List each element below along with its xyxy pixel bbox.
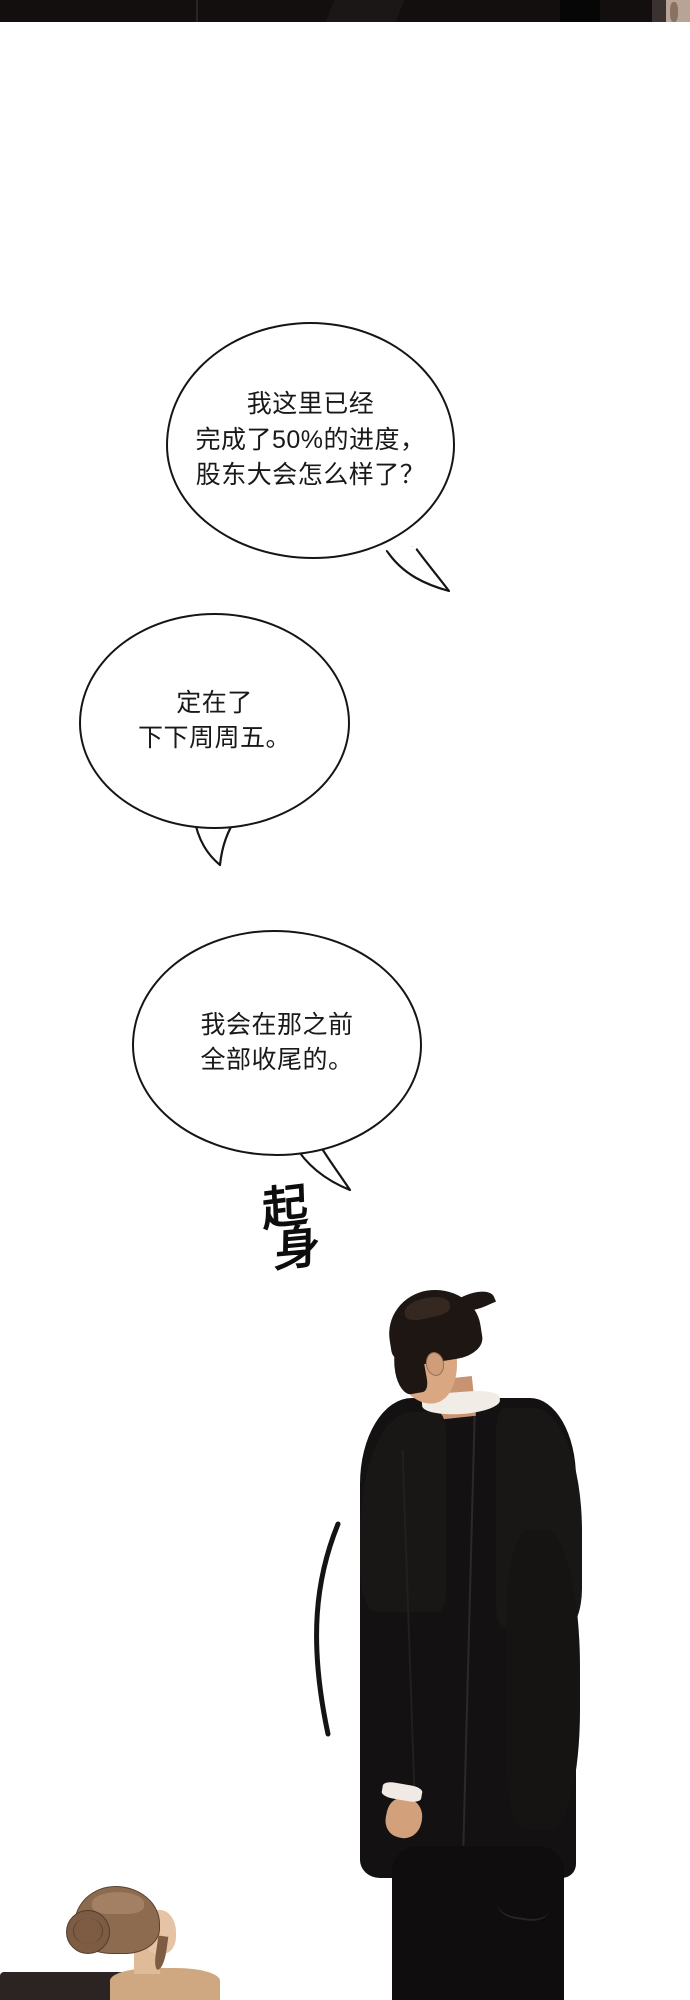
panel-edge-wood — [666, 0, 690, 22]
speech-bubble-3: 我会在那之前 全部收尾的。 — [132, 930, 422, 1156]
sfx-stand-up: 起 身 — [243, 1177, 333, 1310]
panel-seam-left — [196, 0, 198, 22]
sfx-char-2: 身 — [273, 1218, 321, 1278]
top-panel-strip — [0, 0, 690, 22]
suit-trousers — [392, 1846, 564, 2000]
speech-bubble-2: 定在了 下下周周五。 — [79, 613, 350, 829]
speech-bubble-3-text: 我会在那之前 全部收尾的。 — [200, 1010, 354, 1075]
speech-bubble-1: 我这里已经 完成了50%的进度， 股东大会怎么样了？ — [166, 322, 455, 559]
suit-arm-right — [506, 1530, 580, 1830]
panel-edge-dark — [652, 0, 666, 22]
man-in-black-suit — [314, 1283, 590, 2000]
panel-seam-middle — [323, 0, 407, 22]
speech-bubble-1-text: 我这里已经 完成了50%的进度， 股东大会怎么样了？ — [195, 390, 426, 490]
woman-hair-bun-lines — [73, 1918, 103, 1944]
speech-bubble-2-text: 定在了 下下周周五。 — [137, 688, 291, 753]
woman-with-hair-bun — [0, 1880, 220, 2000]
panel-seam-right — [560, 0, 600, 22]
woman-hair-highlight — [92, 1892, 144, 1914]
woman-shoulders — [110, 1968, 220, 2000]
